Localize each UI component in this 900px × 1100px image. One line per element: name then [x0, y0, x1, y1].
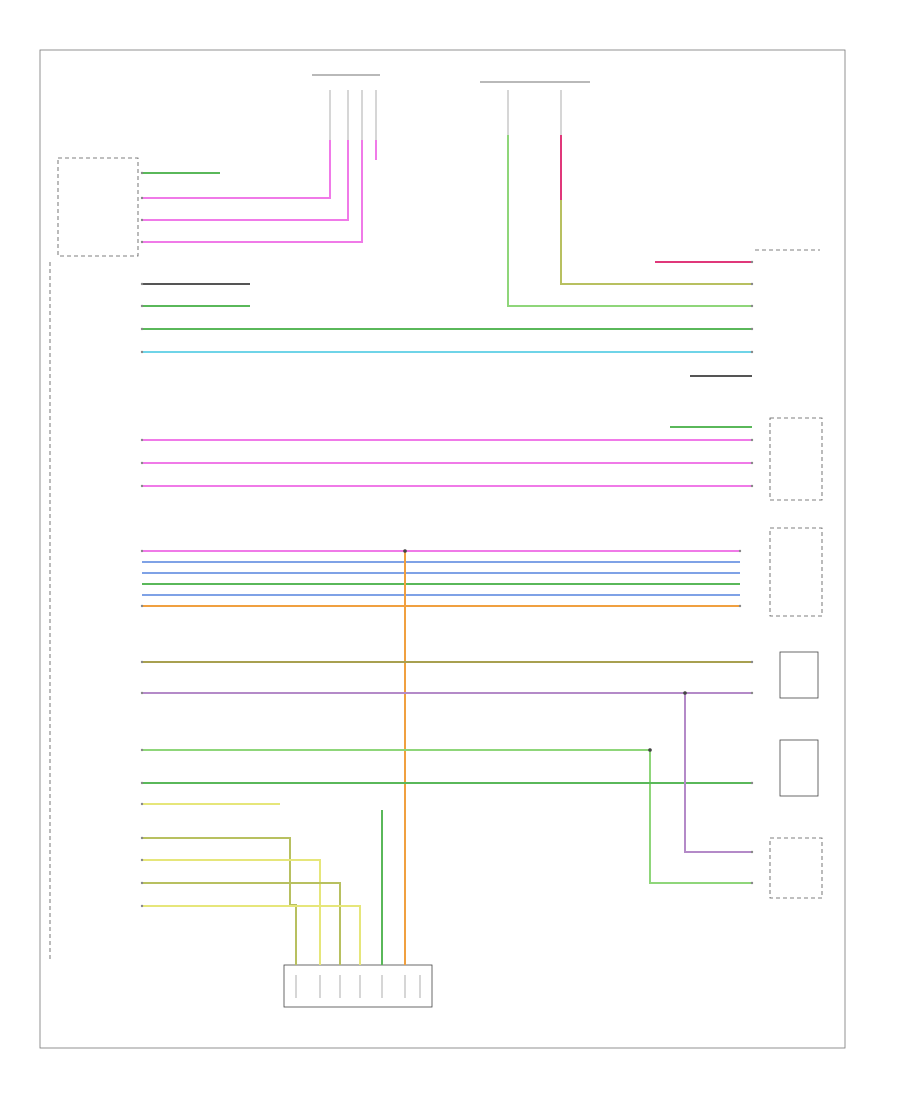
- bottom-connector-block: [283, 964, 433, 1008]
- diagram-frame: [39, 49, 846, 1049]
- wire-group-lower: [142, 803, 406, 965]
- right-lower-module: [769, 837, 823, 899]
- wire-group-bundle: [142, 550, 740, 940]
- wire-group-sensors: [142, 661, 752, 884]
- wire-group-long: [142, 328, 752, 487]
- bottom-connector-pins: [295, 975, 421, 998]
- wire-group-top-right: [507, 135, 752, 307]
- right-module-2: [769, 527, 823, 617]
- left-terminal-marks: [140, 171, 144, 908]
- top-switch-connector: [312, 74, 380, 140]
- right-speed-sensor-1: [779, 651, 819, 699]
- splice-points: [403, 549, 687, 752]
- left-upper-module: [57, 157, 139, 257]
- top-right-connector: [480, 81, 590, 135]
- wire-group-mid-left: [142, 283, 250, 307]
- right-speed-sensor-2: [779, 739, 819, 797]
- wire-group-top-pink: [142, 140, 377, 243]
- right-module-1: [769, 417, 823, 501]
- right-terminal-marks: [738, 260, 754, 885]
